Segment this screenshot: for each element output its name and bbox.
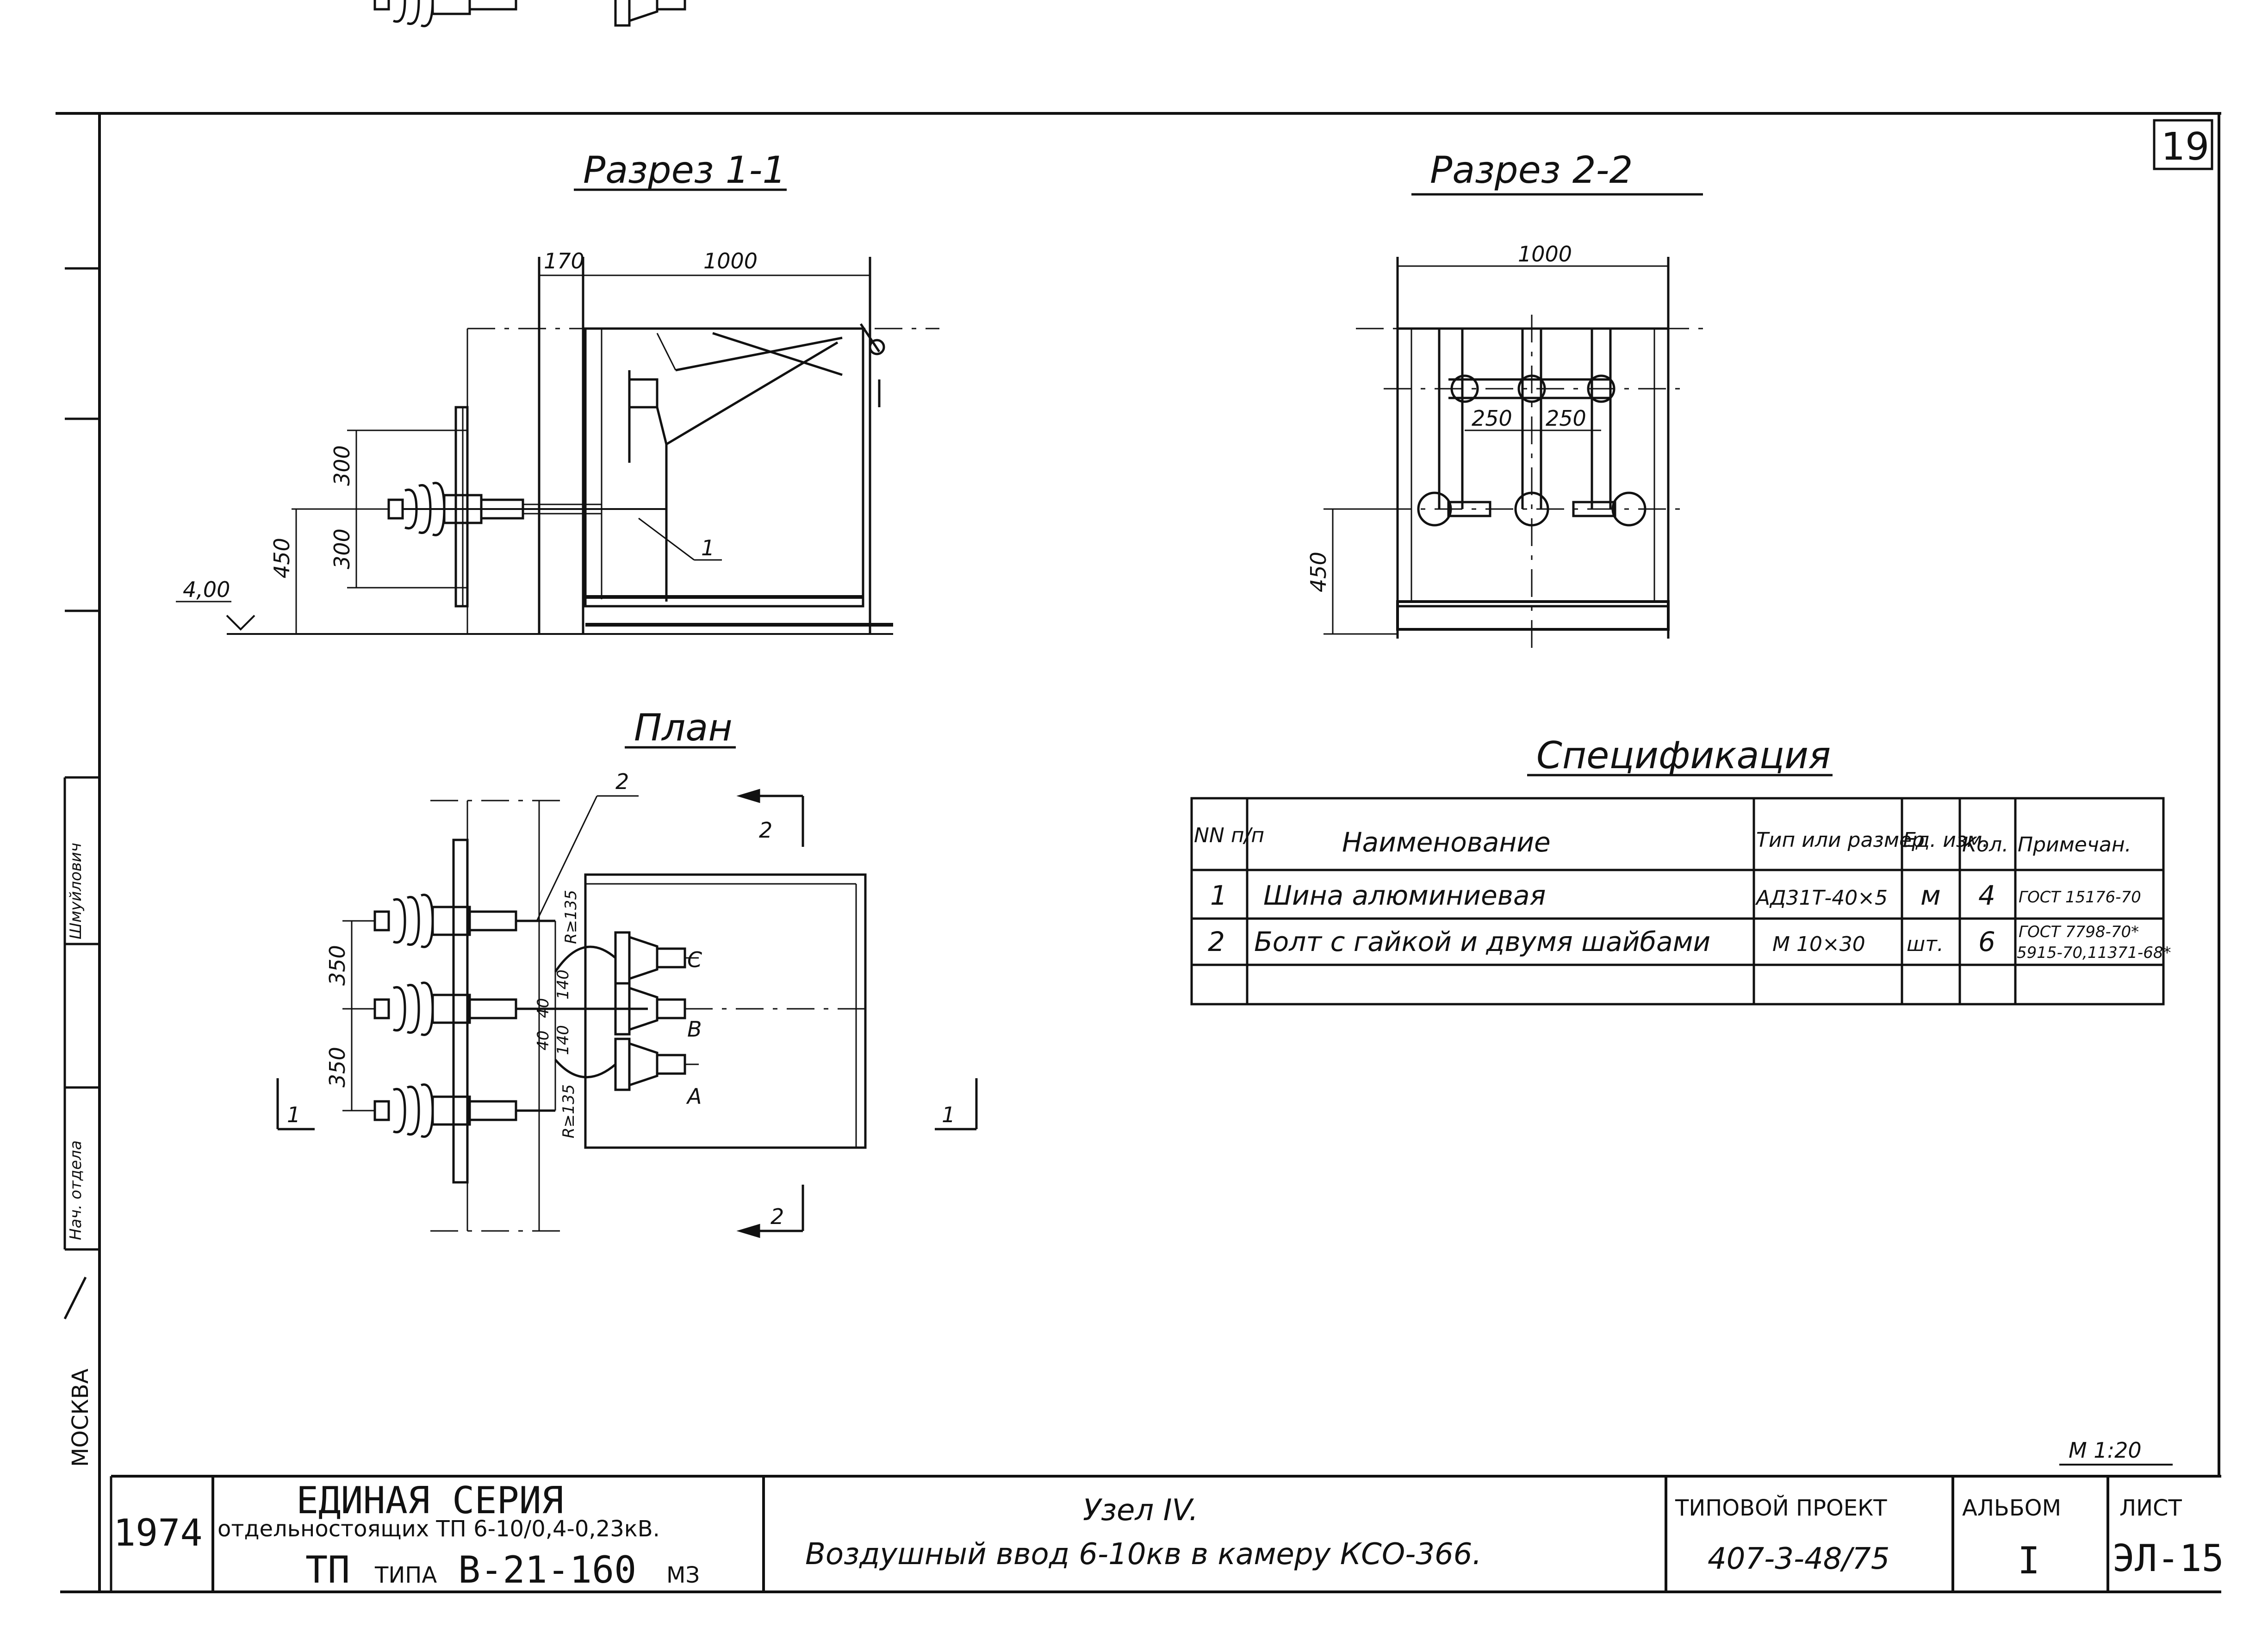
spec-row-1-unit: м bbox=[1920, 880, 1941, 911]
spec-row-1-name: Шина алюминиевая bbox=[1263, 880, 1546, 911]
phase-a-label: A bbox=[686, 1084, 702, 1109]
plan-dim-40b: 40 bbox=[534, 1031, 553, 1050]
section-2-title: Разрез 2-2 bbox=[1430, 149, 1633, 192]
title-series: ЕДИНАЯ СЕРИЯ bbox=[296, 1479, 564, 1522]
level-mark: 4,00 bbox=[183, 577, 230, 602]
spec-row-2-num: 2 bbox=[1208, 926, 1225, 957]
spec-row-2-note-1: ГОСТ 7798-70* bbox=[2019, 923, 2139, 941]
section-1-position-1: 1 bbox=[701, 535, 715, 560]
title-tp-prefix: ТП bbox=[305, 1548, 350, 1591]
title-sheet-code: 1974 bbox=[113, 1511, 203, 1554]
section-2-dim-250a: 250 bbox=[1472, 406, 1512, 431]
phase-c-label: C bbox=[687, 947, 702, 972]
title-list-label: ЛИСТ bbox=[2119, 1495, 2182, 1521]
title-block bbox=[211, 1476, 2109, 1592]
title-tp-suffix: МЗ bbox=[666, 1562, 700, 1588]
spec-header-qty: Кол. bbox=[1962, 833, 2008, 857]
title-album-label: АЛЬБОМ bbox=[1962, 1495, 2061, 1521]
section-1-dim-450: 450 bbox=[269, 538, 294, 578]
spec-row-2-note-2: 5915-70,11371-68* bbox=[2017, 944, 2171, 962]
plan-dim-40a: 40 bbox=[534, 998, 553, 1018]
plan-position-2: 2 bbox=[615, 769, 629, 794]
spec-title: Спецификация bbox=[1536, 734, 1831, 777]
plan-dim-350b: 350 bbox=[325, 1047, 350, 1087]
spec-row-1-qty: 4 bbox=[1978, 880, 1995, 911]
title-node-desc: Воздушный ввод 6-10кв в камеру КСО-366. bbox=[805, 1537, 1482, 1572]
plan-cut-2-top: 2 bbox=[759, 818, 772, 843]
spec-header-note: Примечан. bbox=[2018, 833, 2131, 857]
section-1-dim-170: 170 bbox=[544, 248, 584, 273]
section-1-dim-300b: 300 bbox=[329, 528, 354, 569]
section-2-dim-250b: 250 bbox=[1546, 406, 1586, 431]
plan-dim-140a: 140 bbox=[554, 969, 572, 1000]
title-album-no: I bbox=[2018, 1539, 2040, 1582]
plan-title: План bbox=[634, 706, 733, 749]
plan-radius-top: R≥135 bbox=[562, 890, 580, 944]
section-2-dim-1000: 1000 bbox=[1518, 242, 1572, 267]
side-stamp-city: МОСКВА bbox=[68, 1368, 93, 1467]
plan-cut-2-bottom: 2 bbox=[770, 1204, 784, 1229]
sheet-number: 19 bbox=[2161, 125, 2209, 169]
side-stamp-signature: Шмуйлович bbox=[67, 843, 85, 939]
title-series-sub: отдельностоящих ТП 6-10/0,4-0,23кВ. bbox=[217, 1516, 660, 1542]
section-1-title: Разрез 1-1 bbox=[583, 149, 786, 192]
title-project-no: 407-3-48/75 bbox=[1708, 1542, 1890, 1576]
spec-row-2-name: Болт с гайкой и двумя шайбами bbox=[1254, 926, 1710, 957]
section-1-dim-300a: 300 bbox=[329, 445, 354, 486]
phase-b-label: B bbox=[687, 1017, 702, 1042]
title-node: Узел IV. bbox=[1083, 1493, 1198, 1528]
section-1-dim-1000: 1000 bbox=[703, 248, 758, 273]
plan-radius-bottom: R≥135 bbox=[559, 1084, 578, 1138]
section-2-dim-450: 450 bbox=[1306, 552, 1331, 592]
spec-header-unit: Ед. изм. bbox=[1903, 828, 1988, 852]
spec-row-1-num: 1 bbox=[1210, 880, 1227, 911]
plan-dim-140b: 140 bbox=[554, 1025, 572, 1055]
side-stamp-head: Нач. отдела bbox=[67, 1140, 85, 1240]
spec-row-2-qty: 6 bbox=[1978, 926, 1995, 957]
title-project-label: ТИПОВОЙ ПРОЕКТ bbox=[1675, 1495, 1887, 1521]
title-tp-word: ТИПА bbox=[374, 1562, 437, 1588]
spec-row-2-unit: шт. bbox=[1907, 932, 1944, 956]
scale-label: М 1:20 bbox=[2069, 1438, 2142, 1463]
spec-table bbox=[1190, 797, 2165, 1006]
plan-dim-350a: 350 bbox=[325, 945, 350, 986]
plan-cut-1-left: 1 bbox=[287, 1102, 300, 1127]
spec-header-num: NN п/п bbox=[1194, 824, 1264, 847]
title-tp-type: В-21-160 bbox=[458, 1548, 636, 1591]
spec-header-type: Тип или размер bbox=[1756, 828, 1925, 852]
spec-header-name: Наименование bbox=[1342, 826, 1551, 858]
spec-row-1-type: АД31Т-40×5 bbox=[1755, 886, 1888, 910]
spec-row-2-type: М 10×30 bbox=[1772, 932, 1865, 956]
plan-cut-1-right: 1 bbox=[942, 1102, 955, 1127]
spec-row-1-note: ГОСТ 15176-70 bbox=[2019, 888, 2141, 907]
title-list-no: ЭЛ-15 bbox=[2113, 1537, 2224, 1580]
